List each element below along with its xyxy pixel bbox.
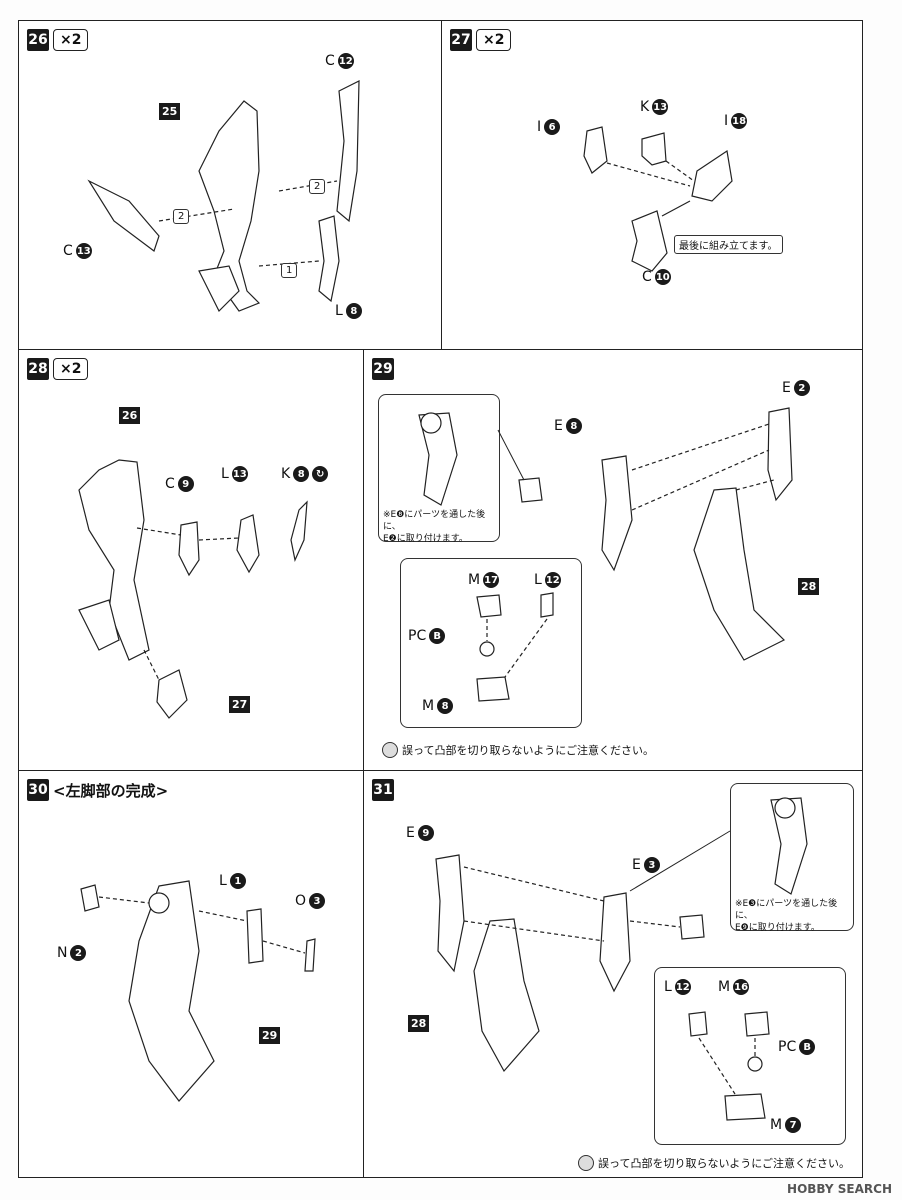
caution-note: 誤って凸部を切り取らないようにご注意ください。 — [382, 742, 654, 758]
step-29-diagram — [497, 407, 793, 661]
detail-bubble: ※E❸にパーツを通した後に、E❾に取り付けます。 — [730, 783, 854, 933]
step-30-diagram — [80, 880, 316, 1102]
assembly-tag-28: 28 — [798, 578, 820, 595]
detail-bubble — [654, 967, 846, 1145]
cut-mark-icon: ↻ — [312, 466, 329, 482]
watermark: HOBBY SEARCH — [787, 1182, 892, 1196]
step-26-diagram — [87, 80, 360, 313]
step-order-box: 2 — [173, 209, 190, 224]
assembly-tag-29: 29 — [259, 1027, 281, 1044]
assemble-last-note: 最後に組み立てます。 — [674, 235, 783, 254]
assembly-tag-28: 28 — [408, 1015, 430, 1032]
step-28-diagram — [78, 459, 308, 719]
caution-note: 誤って凸部を切り取らないようにご注意ください。 — [578, 1155, 850, 1171]
step-order-box: 1 — [281, 263, 298, 278]
assembly-note: ※E❸にパーツを通した後に、E❾に取り付けます。 — [735, 899, 838, 933]
assembly-tag-26: 26 — [119, 407, 141, 424]
step-31-diagram — [435, 830, 731, 1073]
step-number: 31 — [372, 779, 394, 801]
assembly-tag-27: 27 — [229, 696, 251, 713]
step-27-diagram — [583, 126, 733, 272]
multiplier-badge: ×2 — [53, 358, 89, 380]
assembly-note: ※E❽にパーツを通した後に、E❷に取り付けます。 — [383, 510, 486, 544]
step-title: <左脚部の完成> — [53, 782, 169, 800]
caution-icon — [578, 1155, 594, 1171]
step-number: 30 — [27, 779, 49, 801]
assembly-tag-25: 25 — [159, 103, 181, 120]
multiplier-badge: ×2 — [476, 29, 512, 51]
caution-icon — [382, 742, 398, 758]
detail-bubble: ※E❽にパーツを通した後に、E❷に取り付けます。 — [378, 394, 500, 544]
step-order-box: 2 — [309, 179, 326, 194]
step-number: 28 — [27, 358, 49, 380]
step-number: 27 — [450, 29, 472, 51]
step-number: 26 — [27, 29, 49, 51]
step-number: 29 — [372, 358, 394, 380]
multiplier-badge: ×2 — [53, 29, 89, 51]
